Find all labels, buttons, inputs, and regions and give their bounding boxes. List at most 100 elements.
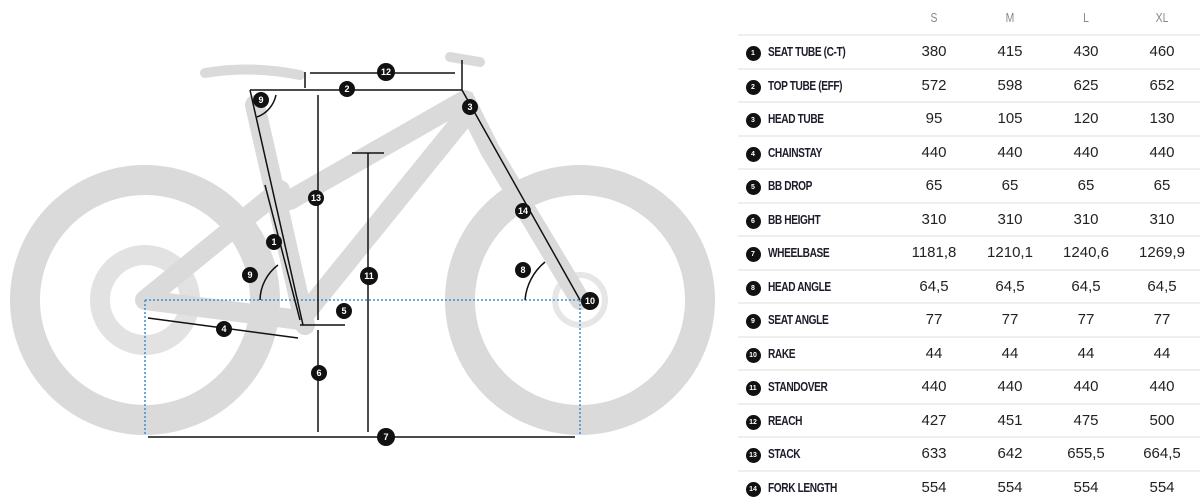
size-header: S	[904, 0, 965, 35]
measurement-value: 105	[972, 102, 1048, 136]
measurement-value: 598	[972, 69, 1048, 103]
row-number-badge: 13	[746, 448, 761, 463]
measurement-label: REACH	[768, 413, 802, 428]
measurement-value: 77	[972, 303, 1048, 337]
svg-text:9: 9	[247, 270, 252, 280]
measurement-value: 1269,9	[1124, 236, 1200, 270]
svg-text:2: 2	[344, 84, 349, 94]
measurement-value: 440	[972, 136, 1048, 170]
measurement-label: BB HEIGHT	[768, 212, 820, 227]
measurement-value: 633	[896, 437, 972, 471]
measurement-value: 1181,8	[896, 236, 972, 270]
measurement-label: SEAT TUBE (C-T)	[768, 44, 845, 59]
measurement-value: 460	[1124, 35, 1200, 69]
measurement-label: STANDOVER	[768, 379, 827, 394]
row-number-badge: 7	[746, 247, 761, 262]
measurement-label: SEAT ANGLE	[768, 312, 828, 327]
measurement-value: 440	[1124, 136, 1200, 170]
measurement-value: 655,5	[1048, 437, 1124, 471]
svg-text:6: 6	[316, 368, 321, 378]
measurement-value: 64,5	[1048, 270, 1124, 304]
row-number-badge: 14	[746, 482, 761, 497]
bike-silhouette	[25, 57, 700, 420]
measurement-value: 310	[1124, 203, 1200, 237]
row-number-badge: 6	[746, 214, 761, 229]
row-number-badge: 10	[746, 348, 761, 363]
row-number-badge: 3	[746, 113, 761, 128]
svg-text:1: 1	[271, 237, 276, 247]
svg-text:8: 8	[520, 265, 525, 275]
measurement-value: 95	[896, 102, 972, 136]
measurement-value: 554	[896, 471, 972, 503]
measurement-value: 1210,1	[972, 236, 1048, 270]
measurement-value: 44	[896, 337, 972, 371]
row-number-badge: 11	[746, 381, 761, 396]
measurement-value: 130	[1124, 102, 1200, 136]
measurement-value: 664,5	[1124, 437, 1200, 471]
svg-text:9: 9	[258, 95, 263, 105]
measurement-label: HEAD TUBE	[768, 111, 824, 126]
measurement-value: 430	[1048, 35, 1124, 69]
size-header: L	[1056, 0, 1117, 35]
measurement-value: 44	[1048, 337, 1124, 371]
svg-text:5: 5	[341, 306, 346, 316]
measurement-value: 65	[1124, 169, 1200, 203]
measurement-value: 415	[972, 35, 1048, 69]
measurement-value: 380	[896, 35, 972, 69]
measurement-value: 65	[1048, 169, 1124, 203]
measurement-value: 554	[972, 471, 1048, 503]
measurement-value: 500	[1124, 404, 1200, 438]
measurement-value: 65	[896, 169, 972, 203]
measurement-value: 310	[1048, 203, 1124, 237]
measurement-value: 625	[1048, 69, 1124, 103]
measurement-value: 427	[896, 404, 972, 438]
measurement-value: 440	[1048, 136, 1124, 170]
row-number-badge: 8	[746, 281, 761, 296]
measurement-value: 77	[1048, 303, 1124, 337]
measurement-value: 554	[1124, 471, 1200, 503]
measurement-value: 440	[1124, 370, 1200, 404]
measurement-value: 440	[972, 370, 1048, 404]
measurement-value: 64,5	[896, 270, 972, 304]
row-number-badge: 4	[746, 147, 761, 162]
measurement-value: 652	[1124, 69, 1200, 103]
measurement-value: 1240,6	[1048, 236, 1124, 270]
measurement-value: 475	[1048, 404, 1124, 438]
measurement-value: 44	[972, 337, 1048, 371]
svg-text:12: 12	[381, 67, 391, 77]
svg-text:4: 4	[221, 324, 226, 334]
measurement-label: TOP TUBE (EFF)	[768, 78, 842, 93]
row-number-badge: 12	[746, 415, 761, 430]
svg-text:10: 10	[585, 296, 595, 306]
measurement-value: 44	[1124, 337, 1200, 371]
size-header-row: S M L XL	[738, 0, 1200, 35]
measurement-value: 77	[1124, 303, 1200, 337]
measurement-value: 554	[1048, 471, 1124, 503]
measurement-value: 642	[972, 437, 1048, 471]
measurement-value: 120	[1048, 102, 1124, 136]
svg-text:11: 11	[364, 271, 374, 281]
measurement-label: WHEELBASE	[768, 245, 829, 260]
measurement-label: RAKE	[768, 346, 795, 361]
svg-text:3: 3	[467, 102, 472, 112]
measurement-value: 64,5	[972, 270, 1048, 304]
svg-text:13: 13	[311, 193, 321, 203]
measurement-value: 64,5	[1124, 270, 1200, 304]
measurement-label: BB DROP	[768, 178, 812, 193]
measurement-value: 440	[1048, 370, 1124, 404]
